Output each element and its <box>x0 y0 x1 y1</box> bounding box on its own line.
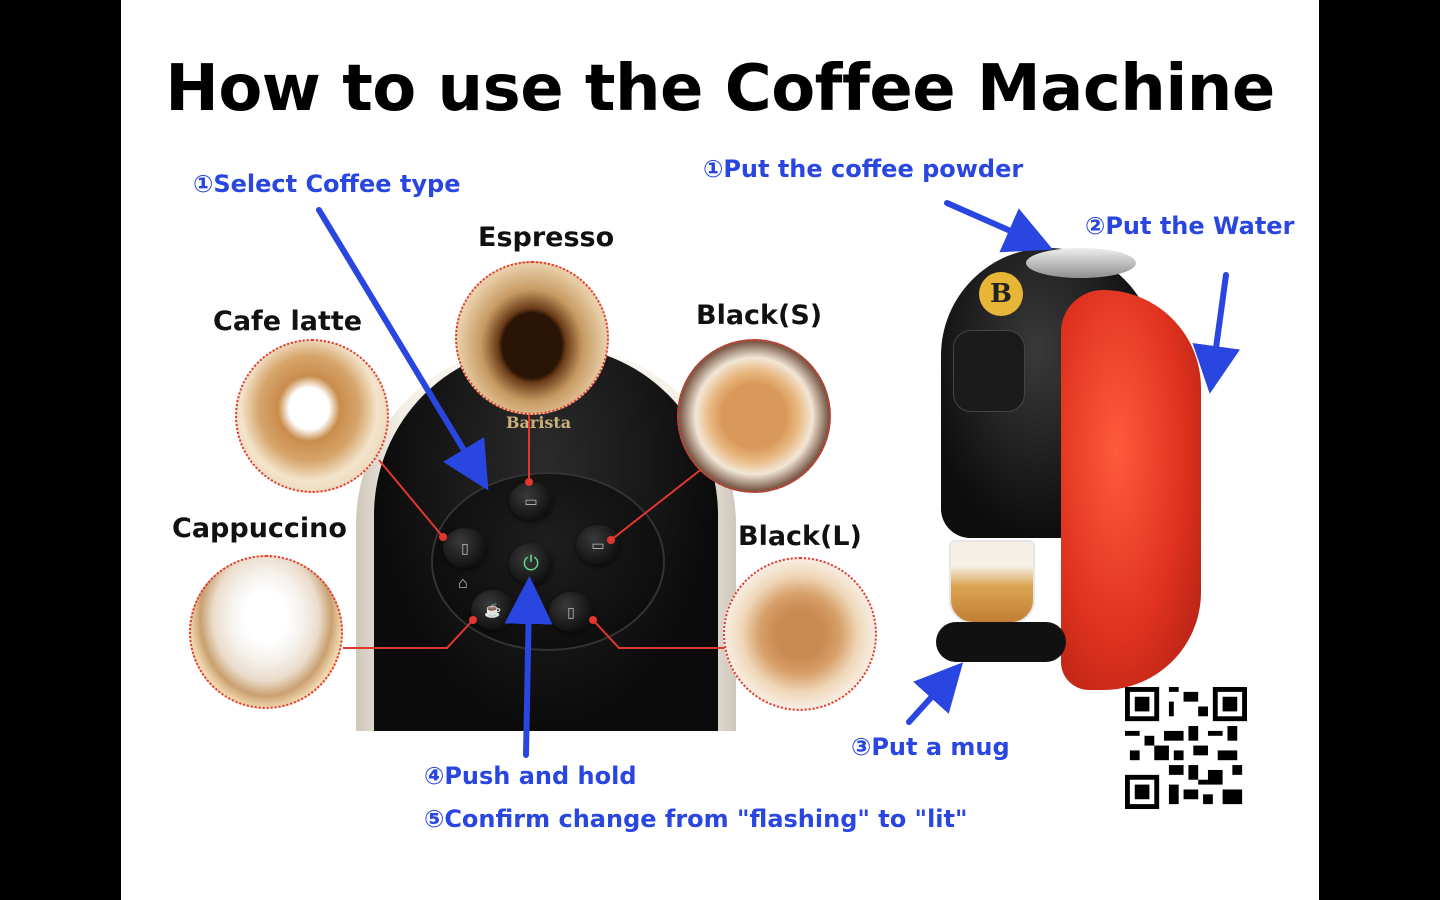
machine-panel <box>953 330 1025 412</box>
black-s-photo <box>677 339 831 493</box>
qr-code <box>1125 687 1247 809</box>
step-put-mug: ③Put a mug <box>851 733 1010 761</box>
step-push-and-hold: ④Push and hold <box>424 762 637 790</box>
slide: How to use the Coffee Machine Barista ▭ … <box>121 0 1319 900</box>
red-side-panel <box>1061 290 1201 690</box>
cafe-latte-photo <box>235 339 389 493</box>
label-espresso: Espresso <box>478 222 615 253</box>
espresso-photo <box>455 261 609 415</box>
milk-icon: ⌂ <box>458 575 468 592</box>
drip-tray <box>936 622 1066 662</box>
callout-lines <box>343 412 726 649</box>
label-black-s: Black(S) <box>696 300 823 331</box>
black-l-photo <box>723 557 877 711</box>
label-cappuccino: Cappuccino <box>172 513 347 544</box>
coffee-machine-photo: B <box>921 240 1211 700</box>
page-title: How to use the Coffee Machine <box>165 52 1275 126</box>
step-confirm-lit: ⑤Confirm change from "flashing" to "lit" <box>424 805 968 833</box>
brand-logo: Barista <box>506 413 572 432</box>
button-black-l[interactable]: ▯ <box>549 592 593 632</box>
button-cafe-latte[interactable]: ▯ <box>443 528 487 568</box>
power-icon: ⏻ <box>523 552 539 575</box>
arrow-water <box>1192 272 1241 394</box>
arrow-select <box>316 207 489 491</box>
step-select-coffee-type: ①Select Coffee type <box>193 170 461 198</box>
arrow-powder <box>944 200 1053 253</box>
step-put-coffee-powder: ①Put the coffee powder <box>703 155 1024 183</box>
water-lid <box>1026 248 1136 278</box>
button-black-s[interactable]: ▭ <box>576 525 620 565</box>
label-cafe-latte: Cafe latte <box>213 306 363 337</box>
button-espresso[interactable]: ▭ <box>509 482 553 520</box>
step-put-water: ②Put the Water <box>1085 212 1295 240</box>
label-black-l: Black(L) <box>738 521 862 552</box>
arrow-push <box>504 576 553 758</box>
arrow-mug <box>906 662 964 725</box>
cappuccino-photo <box>189 555 343 709</box>
annotation-arrows <box>316 200 1241 758</box>
